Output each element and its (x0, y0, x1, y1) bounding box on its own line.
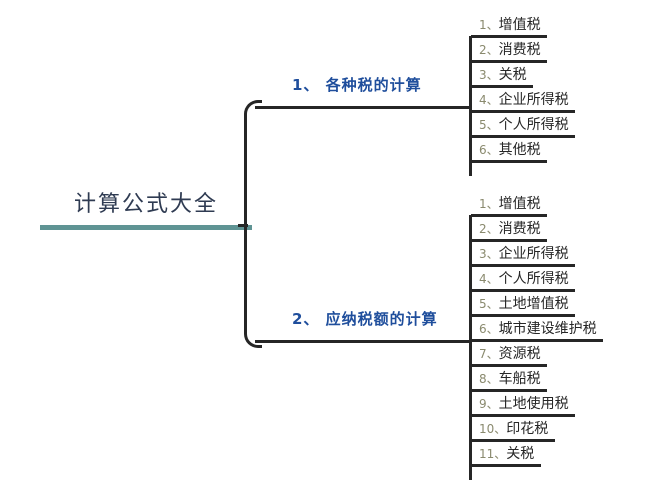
leaf-text: 城市建设维护税 (498, 321, 597, 337)
leaf-text: 个人所得税 (498, 117, 569, 133)
leaf-label: 6、城市建设维护税 (479, 318, 597, 338)
leaf-underline (471, 60, 547, 63)
leaf-text: 土地使用税 (498, 396, 569, 412)
leaf-number: 5、 (479, 297, 499, 311)
leaf-underline (471, 135, 575, 138)
branch-underline-1 (255, 106, 470, 109)
leaf-text: 车船税 (498, 371, 541, 387)
leaf-underline (471, 239, 547, 242)
leaf-label: 3、关税 (479, 64, 527, 84)
leaf-number: 2、 (479, 222, 499, 236)
leaf-text: 企业所得税 (498, 246, 569, 262)
leaf-underline (471, 289, 575, 292)
leaf-number: 3、 (479, 247, 499, 261)
leaf-label: 3、企业所得税 (479, 243, 569, 263)
leaf-underline (471, 110, 575, 113)
branch-label-2: 2、 应纳税额的计算 (292, 310, 438, 328)
leaf-label: 10、印花税 (479, 418, 548, 438)
leaf-underline (471, 264, 575, 267)
trunk-root-stub (238, 224, 248, 227)
root-node-underline (40, 225, 252, 230)
leaf-underline (471, 464, 541, 467)
leaf-label: 4、企业所得税 (479, 89, 569, 109)
leaf-number: 6、 (479, 322, 499, 336)
root-node[interactable]: 计算公式大全 (40, 186, 252, 230)
leaf-number: 5、 (479, 118, 499, 132)
leaf-label: 8、车船税 (479, 368, 541, 388)
leaf-number: 6、 (479, 143, 499, 157)
leaf-label: 5、土地增值税 (479, 293, 569, 313)
leaf-underline (471, 35, 547, 38)
leaf-text: 消费税 (498, 42, 541, 58)
leaf-underline (471, 364, 547, 367)
leaf-text: 企业所得税 (498, 92, 569, 108)
leaf-label: 4、个人所得税 (479, 268, 569, 288)
leaf-text: 消费税 (498, 221, 541, 237)
leaf-label: 2、消费税 (479, 39, 541, 59)
leaf-number: 3、 (479, 68, 499, 82)
leaf-text: 增值税 (498, 196, 541, 212)
leaf-number: 10、 (479, 422, 507, 436)
leaf-number: 4、 (479, 272, 499, 286)
leaf-label: 11、关税 (479, 443, 534, 463)
leaf-underline (471, 439, 555, 442)
leaf-number: 8、 (479, 372, 499, 386)
leaf-label: 1、增值税 (479, 193, 541, 213)
leaf-number: 4、 (479, 93, 499, 107)
leaf-number: 7、 (479, 347, 499, 361)
leaf-underline (471, 314, 575, 317)
leaf-underline (471, 85, 533, 88)
leaf-text: 关税 (506, 446, 535, 462)
leaf-spine-2 (469, 215, 472, 480)
leaf-label: 2、消费税 (479, 218, 541, 238)
root-node-label: 计算公式大全 (73, 192, 218, 217)
leaf-label: 9、土地使用税 (479, 393, 569, 413)
leaf-spine-1 (469, 36, 472, 176)
leaf-text: 增值税 (498, 17, 541, 33)
leaf-text: 个人所得税 (498, 271, 569, 287)
leaf-number: 1、 (479, 197, 499, 211)
leaf-text: 关税 (498, 67, 527, 83)
leaf-underline (471, 214, 547, 217)
leaf-text: 印花税 (506, 421, 549, 437)
leaf-number: 2、 (479, 43, 499, 57)
leaf-underline (471, 389, 547, 392)
leaf-underline (471, 160, 547, 163)
branch-underline-2 (255, 340, 470, 343)
leaf-text: 其他税 (498, 142, 541, 158)
leaf-label: 1、增值税 (479, 14, 541, 34)
leaf-underline (471, 339, 603, 342)
leaf-number: 9、 (479, 397, 499, 411)
leaf-label: 7、资源税 (479, 343, 541, 363)
leaf-text: 资源税 (498, 346, 541, 362)
leaf-underline (471, 414, 575, 417)
branch-label-1: 1、 各种税的计算 (292, 76, 422, 94)
leaf-label: 6、其他税 (479, 139, 541, 159)
leaf-text: 土地增值税 (498, 296, 569, 312)
leaf-label: 5、个人所得税 (479, 114, 569, 134)
leaf-number: 1、 (479, 18, 499, 32)
leaf-number: 11、 (479, 447, 507, 461)
